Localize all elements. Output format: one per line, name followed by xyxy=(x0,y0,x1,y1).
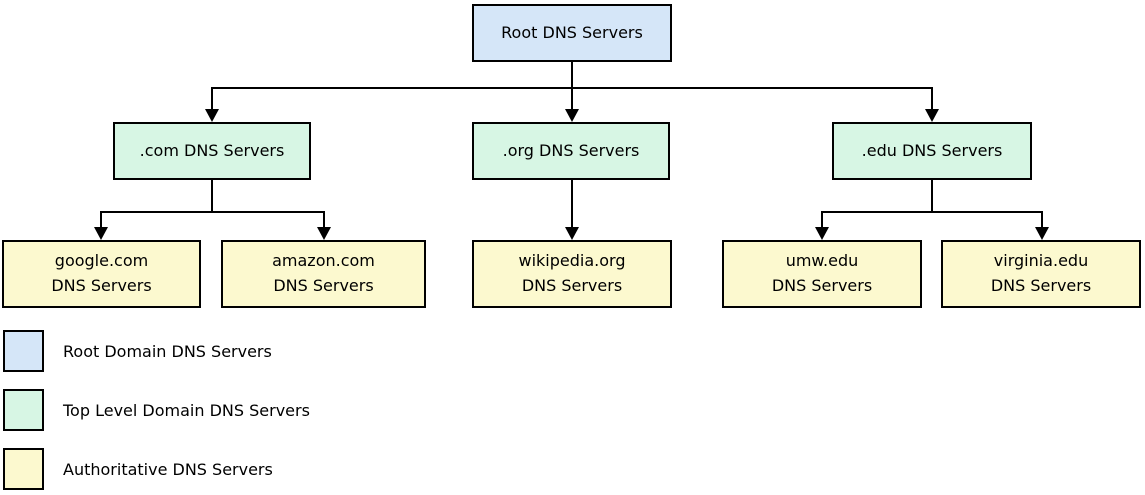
connector-drop-amazon xyxy=(323,211,325,228)
legend-label-authoritative: Authoritative DNS Servers xyxy=(63,459,273,479)
connector-drop-org xyxy=(571,87,573,110)
node-root-dns-servers: Root DNS Servers xyxy=(472,4,672,62)
arrowhead-down-icon xyxy=(565,227,579,240)
arrowhead-down-icon xyxy=(815,227,829,240)
node-umw-dns-servers: umw.edu DNS Servers xyxy=(722,240,922,308)
legend-label-root: Root Domain DNS Servers xyxy=(63,341,272,361)
node-google-dns-servers: google.com DNS Servers xyxy=(2,240,201,308)
node-virginia-dns-servers: virginia.edu DNS Servers xyxy=(941,240,1141,308)
node-edu-dns-servers: .edu DNS Servers xyxy=(832,122,1032,180)
arrowhead-down-icon xyxy=(317,227,331,240)
connector-edu-stem xyxy=(931,178,933,212)
connector-drop-google xyxy=(100,211,102,228)
arrowhead-down-icon xyxy=(565,109,579,122)
node-wikipedia-dns-servers: wikipedia.org DNS Servers xyxy=(472,240,672,308)
legend-swatch-root xyxy=(3,330,44,372)
connector-edu-bus xyxy=(821,211,1043,213)
connector-drop-edu xyxy=(931,87,933,110)
legend-label-tld: Top Level Domain DNS Servers xyxy=(63,400,310,420)
arrowhead-down-icon xyxy=(1035,227,1049,240)
connector-org-stem xyxy=(571,178,573,228)
connector-drop-umw xyxy=(821,211,823,228)
node-org-dns-servers: .org DNS Servers xyxy=(472,122,670,180)
legend-swatch-authoritative xyxy=(3,448,44,490)
connector-root-stem xyxy=(571,61,573,88)
node-com-dns-servers: .com DNS Servers xyxy=(113,122,311,180)
arrowhead-down-icon xyxy=(925,109,939,122)
arrowhead-down-icon xyxy=(205,109,219,122)
node-amazon-dns-servers: amazon.com DNS Servers xyxy=(221,240,426,308)
legend-swatch-tld xyxy=(3,389,44,431)
arrowhead-down-icon xyxy=(94,227,108,240)
connector-com-stem xyxy=(211,178,213,212)
connector-com-bus xyxy=(100,211,325,213)
connector-drop-virginia xyxy=(1041,211,1043,228)
connector-drop-com xyxy=(211,87,213,110)
